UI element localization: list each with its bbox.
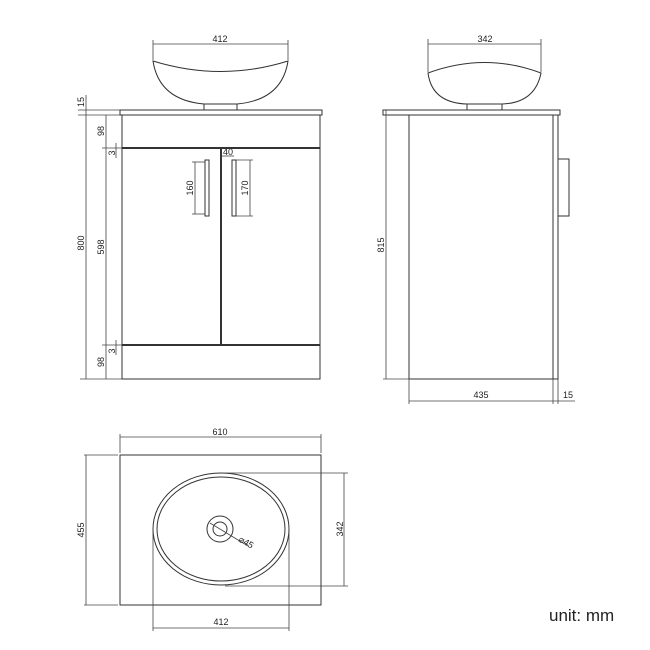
side-basin-depth-label: 342 bbox=[477, 34, 492, 44]
unit-label: unit: mm bbox=[549, 606, 615, 625]
front-basin-waste bbox=[203, 103, 238, 111]
door-height-label: 598 bbox=[96, 239, 106, 254]
side-basin bbox=[427, 62, 542, 105]
right-handle-length-label: 170 bbox=[240, 180, 250, 195]
front-view: 412 15 800 98 598 98 3 3 160 170 40 bbox=[76, 34, 323, 380]
left-door-handle bbox=[204, 159, 210, 217]
side-view: 342 815 435 15 bbox=[376, 34, 575, 404]
handle-offset-label: 40 bbox=[223, 147, 233, 157]
door-thickness-label: 15 bbox=[563, 390, 573, 400]
front-basin bbox=[152, 60, 289, 105]
cabinet-depth-label: 435 bbox=[473, 390, 488, 400]
plan-basin-width-label: 412 bbox=[213, 617, 228, 627]
waste-inner bbox=[212, 521, 228, 537]
side-basin-waste bbox=[466, 103, 503, 111]
plan-width-label: 610 bbox=[212, 427, 227, 437]
left-handle-length-label: 160 bbox=[185, 180, 195, 195]
waste-outer bbox=[206, 515, 234, 543]
side-door-edge bbox=[552, 114, 559, 380]
top-rail-label: 98 bbox=[96, 126, 106, 136]
plan-basin-inner bbox=[156, 476, 286, 582]
waste-diameter-label: ⌀45 bbox=[237, 534, 255, 550]
plan-basin-depth-label: 342 bbox=[335, 521, 345, 536]
front-cabinet bbox=[121, 114, 321, 380]
front-basin-width-label: 412 bbox=[212, 34, 227, 44]
top-gap-label: 3 bbox=[107, 150, 117, 155]
front-worktop bbox=[119, 109, 323, 116]
bottom-gap-label: 3 bbox=[107, 348, 117, 353]
side-handle bbox=[557, 158, 570, 217]
plan-depth-label: 455 bbox=[76, 522, 86, 537]
plan-worktop bbox=[119, 454, 322, 606]
right-door-handle bbox=[231, 159, 237, 217]
worktop-thickness-label: 15 bbox=[76, 97, 86, 107]
bottom-rail-label: 98 bbox=[96, 357, 106, 367]
plan-basin-outer bbox=[152, 472, 290, 586]
side-height-label: 815 bbox=[376, 237, 386, 252]
side-cabinet bbox=[408, 114, 554, 380]
overall-height-label: 800 bbox=[76, 235, 86, 250]
side-worktop bbox=[382, 109, 561, 116]
plan-view: ⌀45 610 455 342 412 bbox=[76, 427, 348, 631]
